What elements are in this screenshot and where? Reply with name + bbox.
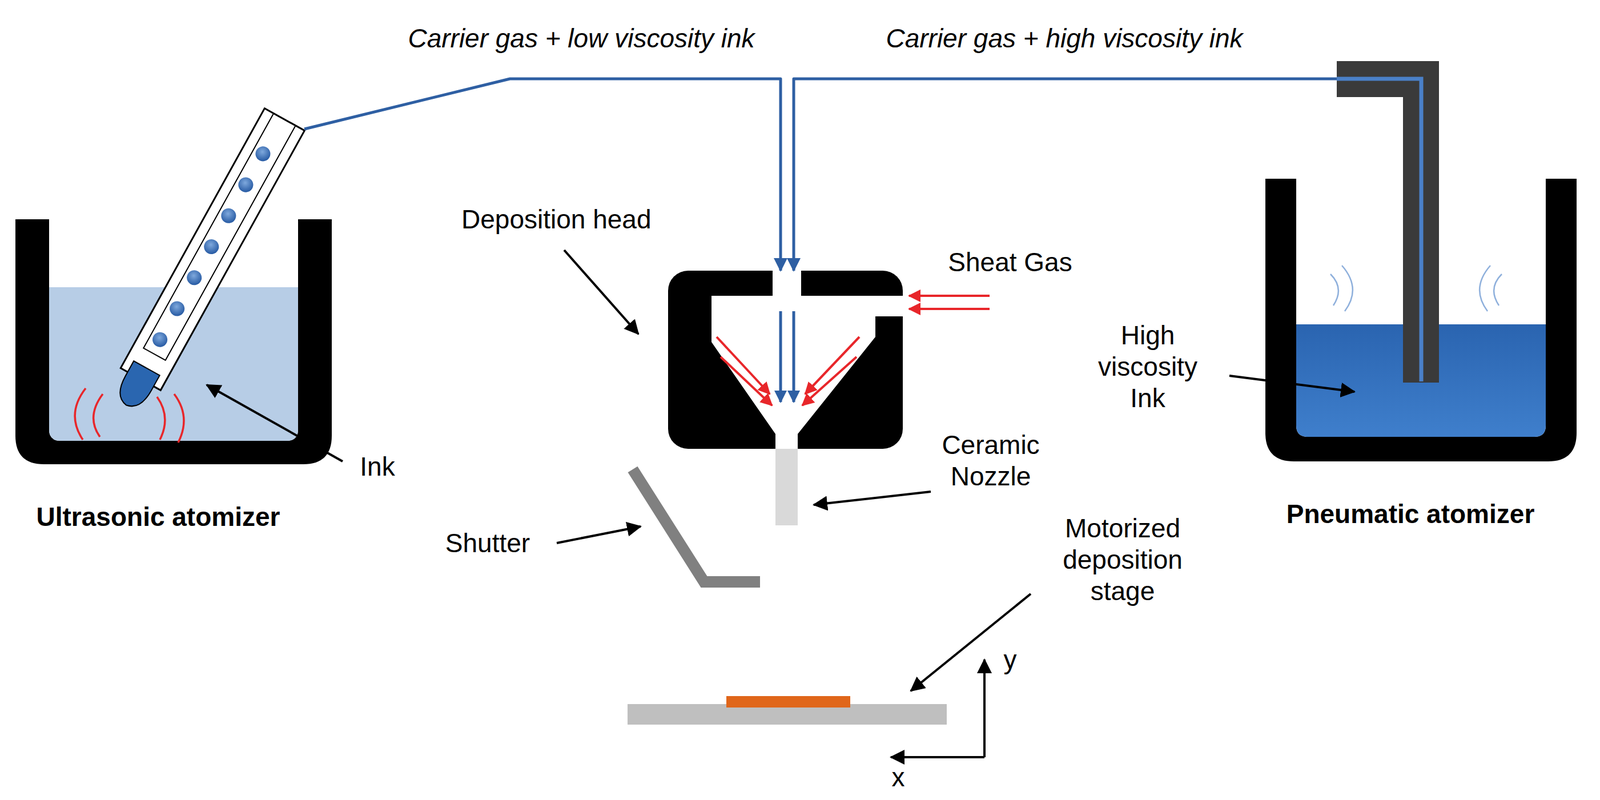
ink-label: Ink: [359, 451, 395, 483]
carrier-gas-line: [793, 78, 1337, 271]
ultrasonic-waves: [74, 388, 184, 443]
atomizer-box: Pneumatic atomizer: [1256, 78, 1565, 536]
leader-lines: [206, 250, 1355, 691]
atomizer-box: Ultrasonic atomizer: [5, 129, 311, 552]
axes: [890, 659, 985, 758]
ceramic-nozzle: [775, 448, 798, 526]
ultrasonic-probe: [106, 108, 305, 417]
node-heading: Deposition head: [461, 203, 651, 236]
edge-label: Carrier gas + high viscosity ink: [882, 22, 1246, 54]
ink-label: High viscosity Ink: [1082, 319, 1214, 415]
gas-label: Sheat Gas: [947, 246, 1072, 279]
stage-label: Motorized deposition stage: [1045, 512, 1200, 608]
node-heading: Ultrasonic atomizer: [5, 501, 311, 533]
edge-label: Carrier gas + low viscosity ink: [404, 22, 758, 54]
part-label: Shutter: [445, 527, 530, 560]
node-heading: Pneumatic atomizer: [1256, 498, 1565, 530]
axis-label: x: [891, 761, 906, 794]
axis-label: y: [1003, 644, 1017, 676]
sheath-gas-arrows: [909, 295, 990, 309]
pneumatic-tube: [1336, 61, 1439, 383]
carrier-gas-line: [304, 78, 781, 271]
deposition-head-box: Deposition head: [668, 270, 903, 449]
deposition-head: [668, 270, 903, 449]
substrate: [726, 696, 851, 708]
nozzle-label: Ceramic Nozzle: [927, 429, 1054, 493]
shutter: [632, 469, 761, 582]
